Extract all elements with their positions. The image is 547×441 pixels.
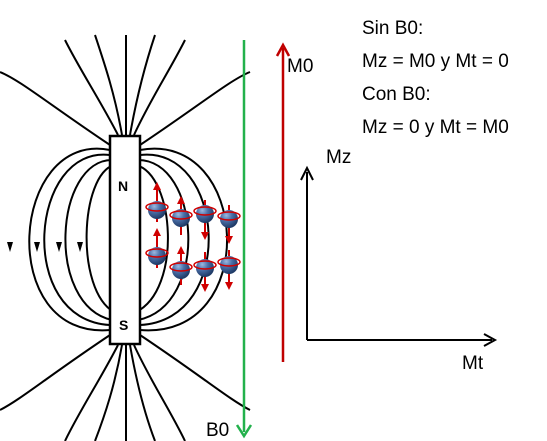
m0-arrow [275, 42, 291, 362]
b0-arrow [235, 40, 253, 439]
equation-line-3: Con B0: [362, 84, 431, 105]
field-line-arrowheads [7, 242, 83, 252]
bar-magnet: N S [108, 134, 142, 346]
proton-spin-1 [145, 182, 169, 222]
proton-spin-7 [193, 252, 217, 292]
proton-spin-4 [217, 205, 241, 244]
b0-label: B0 [206, 420, 229, 441]
mt-axis-label: Mt [462, 353, 484, 374]
equations-block: Sin B0: Mz = M0 y Mt = 0 Con B0: Mz = 0 … [362, 18, 509, 138]
proton-spin-6 [169, 246, 193, 285]
axes [300, 165, 498, 347]
north-pole-label: N [118, 178, 128, 194]
proton-spin-2 [169, 196, 193, 235]
equation-line-2: Mz = M0 y Mt = 0 [362, 51, 509, 72]
proton-spins [145, 182, 241, 292]
proton-spin-5 [145, 228, 169, 268]
mz-axis-label: Mz [326, 147, 351, 168]
equation-line-4: Mz = 0 y Mt = M0 [362, 117, 509, 138]
m0-label: M0 [287, 56, 313, 77]
proton-spin-3 [193, 200, 217, 240]
south-pole-label: S [119, 317, 128, 333]
equation-line-1: Sin B0: [362, 18, 423, 39]
proton-spin-8 [217, 250, 241, 290]
